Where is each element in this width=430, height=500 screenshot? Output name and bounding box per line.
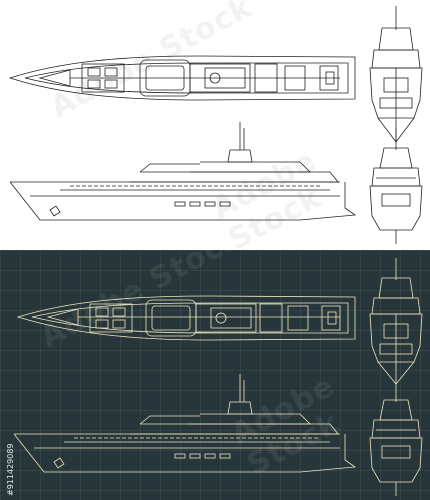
yacht-top-view [8, 55, 356, 101]
yacht-rear-view [369, 384, 423, 496]
dark-drawings [13, 258, 423, 496]
yacht-top-view [16, 295, 356, 341]
dark-blueprint-panel: Adobe Stock Adobe Stock [0, 250, 430, 500]
stock-id-label: #911429089 [6, 443, 15, 496]
light-drawings [8, 6, 423, 244]
yacht-front-view [369, 6, 423, 143]
yacht-rear-view [369, 128, 423, 244]
yacht-front-view [369, 258, 423, 385]
yacht-side-view [9, 122, 357, 221]
yacht-side-view [13, 374, 357, 473]
light-blueprint-panel: Adobe Stock Adobe Stock [8, 0, 423, 250]
